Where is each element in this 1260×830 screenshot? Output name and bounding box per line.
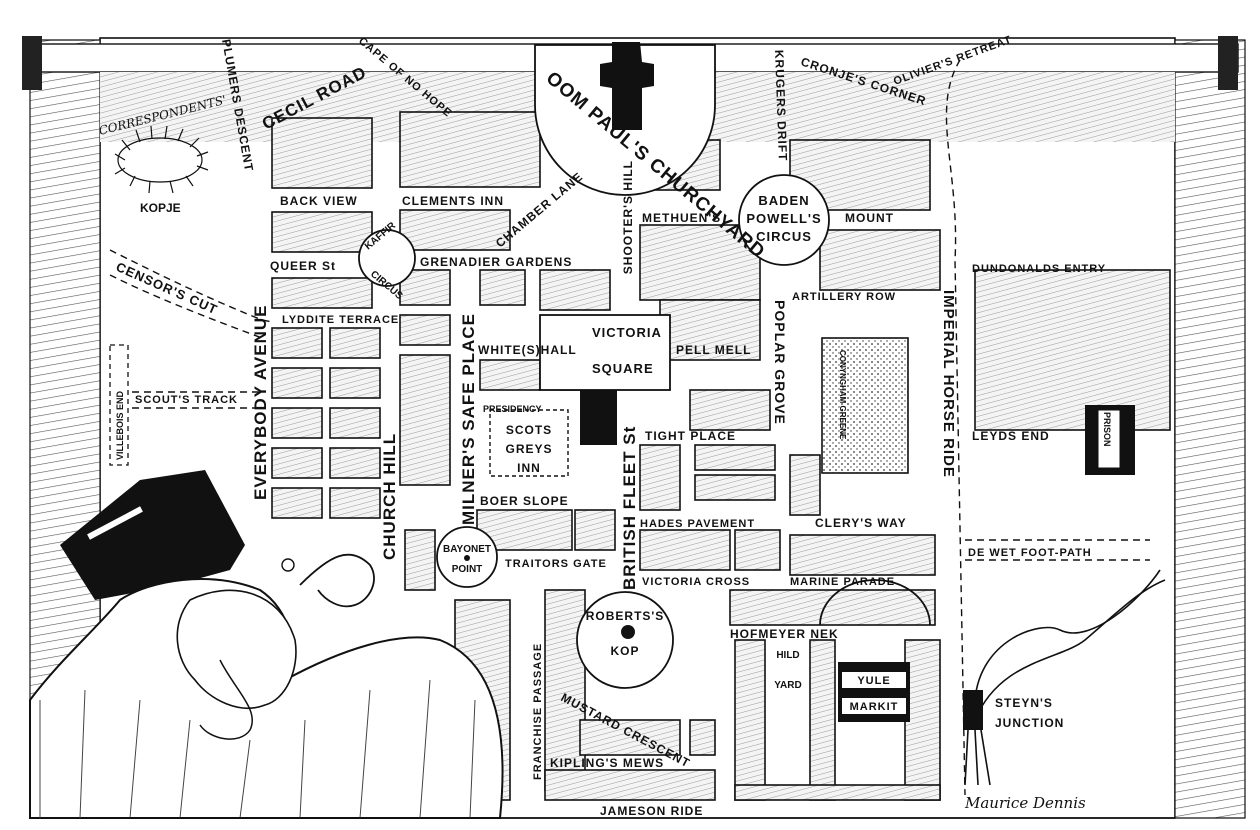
robertss-kop-marker <box>621 625 635 639</box>
label-hofmeyer-nek: HOFMEYER NEK <box>730 627 839 641</box>
label-hades-pavement: HADES PAVEMENT <box>640 518 755 530</box>
label-franchise-passage: FRANCHISE PASSAGE <box>532 643 544 780</box>
label-boer-slope: BOER SLOPE <box>480 494 569 508</box>
correspondents-kopje-icon <box>114 125 209 194</box>
label-scots: SCOTS <box>506 423 552 437</box>
label-methuens: METHUEN'S <box>642 211 721 225</box>
bayonet-point-marker <box>464 555 470 561</box>
label-dundonalds-entry: DUNDONALDS ENTRY <box>972 263 1106 275</box>
label-hild: HILD <box>776 650 799 661</box>
label-milners-safe-place: MILNER'S SAFE PLACE <box>459 313 478 525</box>
hofmeyer-arch <box>819 579 931 626</box>
label-prison: PRISON <box>1102 412 1112 447</box>
dark-building <box>580 390 617 445</box>
label-junction: JUNCTION <box>995 716 1064 730</box>
label-kopje: KOPJE <box>140 201 181 215</box>
label-robertss: ROBERTS'S <box>586 609 665 623</box>
gentleman-figure <box>29 470 504 819</box>
label-victoria: VICTORIA <box>592 325 662 340</box>
conyngham-greene-park <box>821 337 909 474</box>
label-pell-mell: PELL MELL <box>676 343 751 357</box>
label-inn: INN <box>517 461 541 475</box>
roller-left-knob <box>22 36 42 90</box>
label-traitors-gate: TRAITORS GATE <box>505 558 607 570</box>
label-mount: MOUNT <box>845 211 894 225</box>
label-british-fleet-st: BRITISH FLEET St <box>620 426 639 590</box>
city-blocks <box>271 111 1171 801</box>
label-grenadier-gardens: GRENADIER GARDENS <box>420 255 572 269</box>
label-leyds-end: LEYDS END <box>972 429 1050 443</box>
label-de-wet-foot-path: DE WET FOOT-PATH <box>968 547 1092 559</box>
label-circus: CIRCUS <box>756 229 812 244</box>
kaffir-circus <box>358 229 416 287</box>
label-krugers-drift: KRUGERS DRIFT <box>772 50 790 162</box>
label-hild-yard: YARD <box>774 680 801 691</box>
label-victoria-cross: VICTORIA CROSS <box>642 576 750 588</box>
label-queer-st: QUEER St <box>270 259 336 273</box>
label-kop: KOP <box>610 644 639 658</box>
label-steyns: STEYN'S <box>995 696 1053 710</box>
label-bayonet: BAYONET <box>443 544 491 555</box>
label-villebois-end: VILLEBOIS END <box>115 390 125 460</box>
label-markit: MARKIT <box>850 701 899 713</box>
label-square: SQUARE <box>592 361 654 376</box>
steyns-junction-box <box>963 690 983 730</box>
label-lyddite-terrace: LYDDITE TERRACE <box>282 314 399 326</box>
label-point: POINT <box>452 564 483 575</box>
label-baden: BADEN <box>758 193 809 208</box>
de-wet-foot-path-road <box>965 539 1150 561</box>
artist-signature: Maurice Dennis <box>964 794 1086 812</box>
label-artillery-row: ARTILLERY ROW <box>792 291 896 303</box>
label-greys: GREYS <box>505 442 552 456</box>
label-back-view: BACK VIEW <box>280 194 358 208</box>
label-imperial-horse-ride: IMPERIAL HORSE RIDE <box>940 290 957 478</box>
label-yule: YULE <box>857 675 890 687</box>
robertss-kop-circle <box>576 591 674 689</box>
label-jameson-ride: JAMESON RIDE <box>600 804 703 818</box>
right-drapery <box>1174 39 1246 819</box>
label-powells: POWELL'S <box>746 211 821 226</box>
label-clements-inn: CLEMENTS INN <box>402 194 504 208</box>
label-clerys-way: CLERY'S WAY <box>815 516 907 530</box>
label-whites-hall: WHITE(S)HALL <box>478 343 577 357</box>
label-tight-place: TIGHT PLACE <box>645 429 736 443</box>
cronjes-corner-road <box>945 59 966 796</box>
label-everybody-avenue: EVERYBODY AVENUE <box>251 305 270 501</box>
label-scouts-track: SCOUT'S TRACK <box>135 394 238 406</box>
steyns-wire-2 <box>974 579 1166 721</box>
steyns-wire-1 <box>974 569 1161 701</box>
label-poplar-grove: POPLAR GROVE <box>772 300 788 425</box>
roller-right-knob <box>1218 36 1238 90</box>
scots-greys-inn <box>489 409 569 477</box>
censors-cut-road <box>109 249 273 323</box>
label-presidency: PRESIDENCY <box>483 404 542 414</box>
label-kiplings-mews: KIPLING'S MEWS <box>550 756 664 770</box>
label-conyngham-greene: CONYNGHAM GREENE <box>838 350 847 440</box>
villebois-end-box <box>109 344 129 466</box>
label-shooters-hill: SHOOTER'S HILL <box>621 160 635 274</box>
church-cross-icon <box>600 42 654 130</box>
victoria-square <box>539 314 671 391</box>
baden-powells-circus <box>738 174 830 266</box>
label-church-hill: CHURCH HILL <box>380 433 399 560</box>
label-marine-parade: MARINE PARADE <box>790 576 895 588</box>
